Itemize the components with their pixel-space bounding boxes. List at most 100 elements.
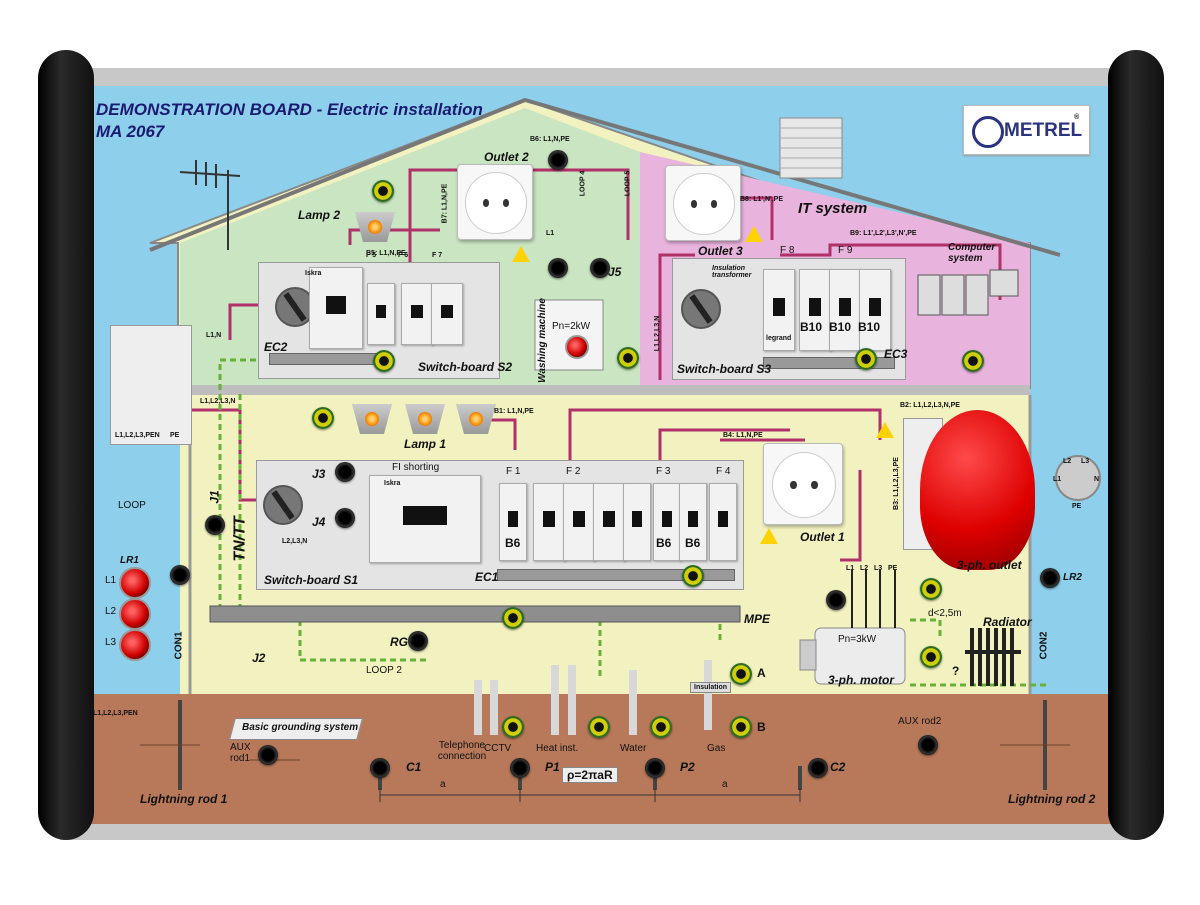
outlet-3-label: Outlet 3: [698, 244, 743, 258]
switchboard-s1-label: Switch-board S1: [264, 573, 359, 587]
b-jack[interactable]: [730, 716, 752, 738]
outlet-2-warning-icon: [512, 246, 530, 262]
washing-machine-label: Washing machine: [536, 298, 548, 383]
s1-rcd[interactable]: [369, 475, 481, 563]
registered-mark: ®: [1074, 114, 1080, 121]
it-system-label: IT system: [798, 200, 868, 217]
pe-label-top: PE: [170, 432, 180, 439]
switchboard-s1: [256, 460, 744, 590]
p2-terminal[interactable]: [645, 758, 665, 778]
heat-pe-jack[interactable]: [588, 716, 610, 738]
j4-jack[interactable]: [335, 508, 355, 528]
lamp-1-pe-jack[interactable]: [312, 407, 334, 429]
loop5-label: LOOP 5: [624, 170, 632, 197]
j5-jack[interactable]: [590, 258, 610, 278]
lr1-terminal[interactable]: [170, 565, 190, 585]
s3-legrand-label: legrand: [766, 335, 792, 342]
f9-label: F 9: [838, 245, 853, 256]
s1-breaker-f1[interactable]: [499, 483, 527, 561]
s3-breaker-f9-3[interactable]: [859, 269, 891, 351]
a-distance-1: a: [440, 779, 446, 790]
board-title: DEMONSTRATION BOARD - Electric installat…: [96, 100, 483, 119]
telephone-pe-jack[interactable]: [502, 716, 524, 738]
s3-feed-label: L1,L2,L3,N: [654, 315, 662, 352]
s1-breaker-f3-2[interactable]: [679, 483, 707, 561]
motor-test-jack[interactable]: [826, 590, 846, 610]
aux-rod1-terminal[interactable]: [258, 745, 278, 765]
ec3-pe-jack[interactable]: [855, 348, 877, 370]
s2-breaker-f5[interactable]: [367, 283, 395, 345]
s3-breaker-f9-1[interactable]: [799, 269, 831, 351]
f6-label: F 6: [398, 252, 409, 259]
f3-label: F 3: [656, 466, 671, 477]
con-l1-label: L1: [1053, 476, 1062, 483]
s1-breaker-f2-1[interactable]: [533, 483, 565, 561]
right-handle[interactable]: [1108, 50, 1164, 840]
outlet-1-socket-icon: [771, 452, 837, 518]
pipes: [474, 660, 712, 735]
s1-feed-label: L2,L3,N: [282, 538, 308, 545]
motor-l3-label: L3: [874, 565, 883, 572]
motor-drawing: [799, 570, 906, 685]
s3-breaker-f9-2[interactable]: [829, 269, 861, 351]
motor-pe-jack[interactable]: [920, 578, 942, 600]
con-pe-label: PE: [1072, 503, 1082, 510]
c2-terminal[interactable]: [808, 758, 828, 778]
s3-breaker-f8[interactable]: [763, 269, 795, 351]
s2-fuse-f6[interactable]: [401, 283, 433, 345]
c1-terminal[interactable]: [370, 758, 390, 778]
f7-label: F 7: [432, 252, 443, 259]
washing-machine-lamp: [565, 335, 589, 359]
washing-pe-jack[interactable]: [617, 347, 639, 369]
s2-rcd[interactable]: [309, 267, 363, 349]
j1-jack[interactable]: [205, 515, 225, 535]
motor-power-label: Pn=3kW: [838, 634, 877, 645]
con-n-label: N: [1094, 476, 1100, 483]
b9-label: B9: L1',L2',L3',N',PE: [850, 230, 917, 237]
l1-label: L1: [105, 575, 117, 586]
b8-label: B8: L1',N',PE: [740, 196, 784, 203]
c1-label: C1: [406, 760, 422, 774]
basic-grounding-label: Basic grounding system: [242, 722, 359, 733]
lamp-2-label: Lamp 2: [298, 208, 341, 222]
loop-jack-bottom-1[interactable]: [548, 258, 568, 278]
radiator-pe-jack[interactable]: [920, 646, 942, 668]
s1-breaker-f2-3[interactable]: [593, 483, 625, 561]
outlet-1-warning-icon: [760, 528, 778, 544]
s1-main-switch[interactable]: [263, 485, 303, 525]
j3-jack[interactable]: [335, 462, 355, 482]
outlet-3[interactable]: [665, 165, 741, 241]
outlet-3-warning-icon: [745, 226, 763, 242]
s1-breaker-f2-4[interactable]: [623, 483, 651, 561]
s3-main-switch[interactable]: [681, 289, 721, 329]
motor-label: 3-ph. motor: [828, 673, 894, 687]
floor-divider: [178, 385, 1030, 395]
con-socket[interactable]: [1055, 455, 1101, 501]
outlet-1[interactable]: [763, 443, 843, 525]
metrel-logo: METREL ®: [963, 105, 1090, 155]
lamp-2-pe-jack[interactable]: [372, 180, 394, 202]
aux-rod1-label: AUX rod1: [230, 742, 251, 764]
lr2-terminal[interactable]: [1040, 568, 1060, 588]
left-handle[interactable]: [38, 50, 94, 840]
s1-breaker-f2-2[interactable]: [563, 483, 595, 561]
rg-terminal[interactable]: [408, 631, 428, 651]
aux-rod2-terminal[interactable]: [918, 735, 938, 755]
ec2-pe-jack[interactable]: [373, 350, 395, 372]
telephone-label: Telephone connection: [437, 740, 487, 762]
ec1-pe-jack[interactable]: [682, 565, 704, 587]
mpe-jack[interactable]: [502, 607, 524, 629]
computer-pe-jack[interactable]: [962, 350, 984, 372]
s2-fuse-f7[interactable]: [431, 283, 463, 345]
p1-terminal[interactable]: [510, 758, 530, 778]
outlet-2[interactable]: [457, 164, 533, 240]
b10-label-3: B10: [858, 320, 881, 334]
loop-jack-top-1[interactable]: [548, 150, 568, 170]
gas-label: Gas: [707, 743, 726, 754]
motor-l1-label: L1: [846, 565, 855, 572]
j3-label: J3: [312, 467, 326, 481]
s1-breaker-f4[interactable]: [709, 483, 737, 561]
water-pe-jack[interactable]: [650, 716, 672, 738]
three-ph-outlet-cap[interactable]: [920, 410, 1035, 570]
a-jack[interactable]: [730, 663, 752, 685]
